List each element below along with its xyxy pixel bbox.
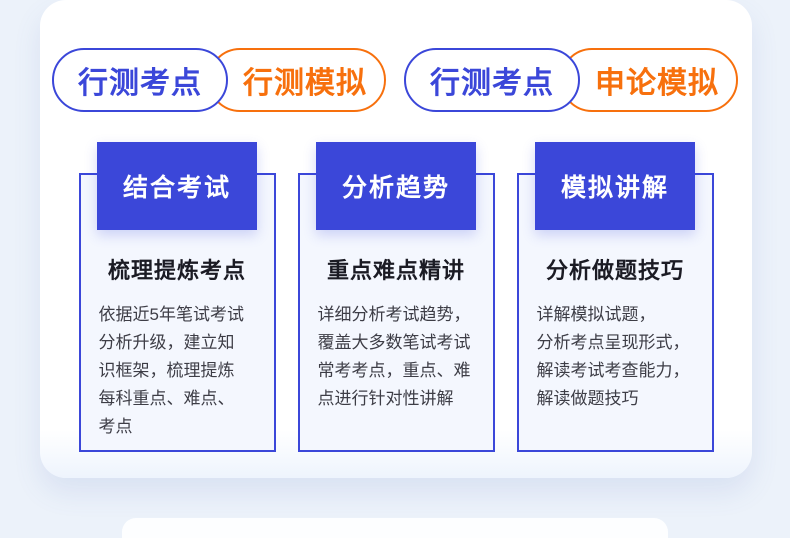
card-tag: 结合考试 bbox=[97, 142, 257, 230]
card-tag: 模拟讲解 bbox=[535, 142, 695, 230]
feature-card: 结合考试 梳理提炼考点 依据近5年笔试考试 分析升级，建立知 识框架，梳理提炼 … bbox=[78, 142, 276, 452]
card-body: 详细分析考试趋势， 覆盖大多数笔试考试 常考考点，重点、难 点进行针对性讲解 bbox=[317, 305, 471, 408]
badge-shenlun-mock: 行测考点 申论模拟 bbox=[404, 48, 738, 112]
feature-card: 模拟讲解 分析做题技巧 详解模拟试题， 分析考点呈现形式， 解读考试考查能力， … bbox=[516, 142, 714, 452]
badge-primary-pill: 行测考点 bbox=[404, 48, 580, 112]
card-body: 详解模拟试题， 分析考点呈现形式， 解读考试考查能力， 解读做题技巧 bbox=[536, 305, 690, 408]
feature-cards-row: 结合考试 梳理提炼考点 依据近5年笔试考试 分析升级，建立知 识框架，梳理提炼 … bbox=[40, 142, 752, 452]
card-title: 分析做题技巧 bbox=[545, 258, 684, 283]
card-body: 依据近5年笔试考试 分析升级，建立知 识框架，梳理提炼 每科重点、难点、 考点 bbox=[98, 305, 244, 436]
next-section-card bbox=[122, 518, 668, 538]
card-tag: 分析趋势 bbox=[316, 142, 476, 230]
badge-secondary-pill: 申论模拟 bbox=[560, 48, 738, 112]
card-title: 重点难点精讲 bbox=[326, 258, 465, 283]
badge-primary-pill: 行测考点 bbox=[52, 48, 228, 112]
badge-row: 行测考点 行测模拟 行测考点 申论模拟 bbox=[0, 48, 790, 112]
badge-secondary-pill: 行测模拟 bbox=[208, 48, 386, 112]
badge-xingce-mock: 行测考点 行测模拟 bbox=[52, 48, 386, 112]
feature-card: 分析趋势 重点难点精讲 详细分析考试趋势， 覆盖大多数笔试考试 常考考点，重点、… bbox=[297, 142, 495, 452]
card-title: 梳理提炼考点 bbox=[107, 258, 246, 283]
